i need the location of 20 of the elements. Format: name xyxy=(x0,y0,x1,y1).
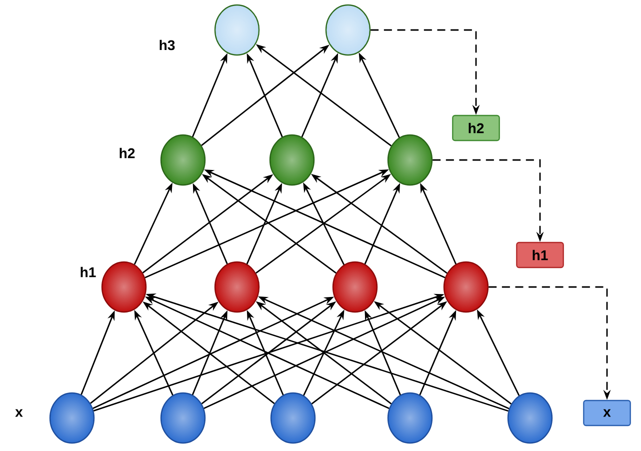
neuron-circle xyxy=(101,261,147,313)
neuron-circle xyxy=(332,261,378,313)
neuron-circle xyxy=(214,4,260,56)
neuron-circle xyxy=(325,4,371,56)
layer-box: x xyxy=(583,400,631,426)
neuron-circle xyxy=(387,392,433,444)
neuron-circle xyxy=(160,134,206,186)
neuron-circle xyxy=(443,261,489,313)
layer-box: h1 xyxy=(516,242,564,268)
neuron-circle xyxy=(49,392,95,444)
layer-box: h2 xyxy=(452,114,500,142)
layer-label: x xyxy=(15,409,23,417)
neuron-circle xyxy=(270,392,316,444)
neuron-circle xyxy=(269,134,315,186)
layer-label: h2 xyxy=(120,148,135,158)
neuron-circle xyxy=(507,392,553,444)
neuron-circle xyxy=(160,392,206,444)
neuron-circle xyxy=(387,134,433,186)
neuron-circle xyxy=(214,261,260,313)
layer-label: h3 xyxy=(160,40,175,50)
